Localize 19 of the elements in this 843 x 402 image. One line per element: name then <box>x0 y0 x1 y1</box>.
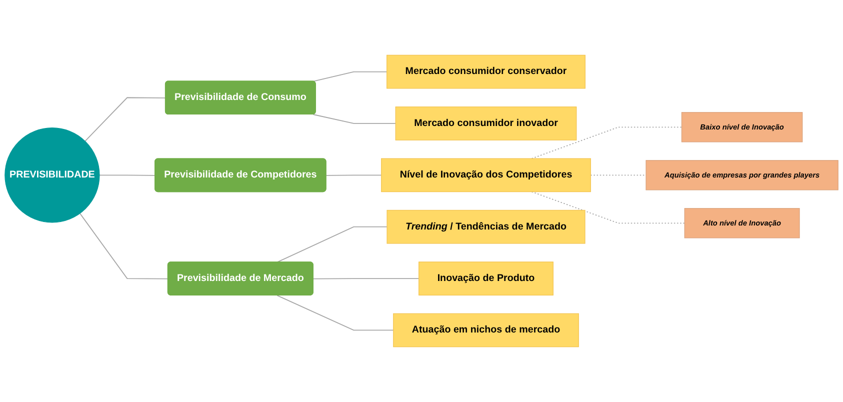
connector <box>531 126 682 159</box>
connector <box>312 278 420 280</box>
connector <box>326 174 382 176</box>
connector <box>531 191 686 224</box>
node-box: Trending / Tendências de Mercado <box>386 210 586 244</box>
connector <box>312 71 388 82</box>
node-box: Mercado consumidor inovador <box>395 106 577 140</box>
connector <box>84 97 166 142</box>
node-box: Inovação de Produto <box>418 262 554 296</box>
connector <box>312 114 396 124</box>
connector <box>590 174 646 176</box>
connector <box>99 174 156 176</box>
node-box: Nível de Inovação dos Competidores <box>381 158 591 192</box>
node-box: Mercado consumidor conservador <box>386 54 586 89</box>
connector <box>276 226 388 263</box>
connector <box>80 212 168 280</box>
node-box: Atuação em nichos de mercado <box>393 313 579 348</box>
connector <box>276 295 394 331</box>
node-circle: PREVISIBILIDADE <box>4 128 100 223</box>
